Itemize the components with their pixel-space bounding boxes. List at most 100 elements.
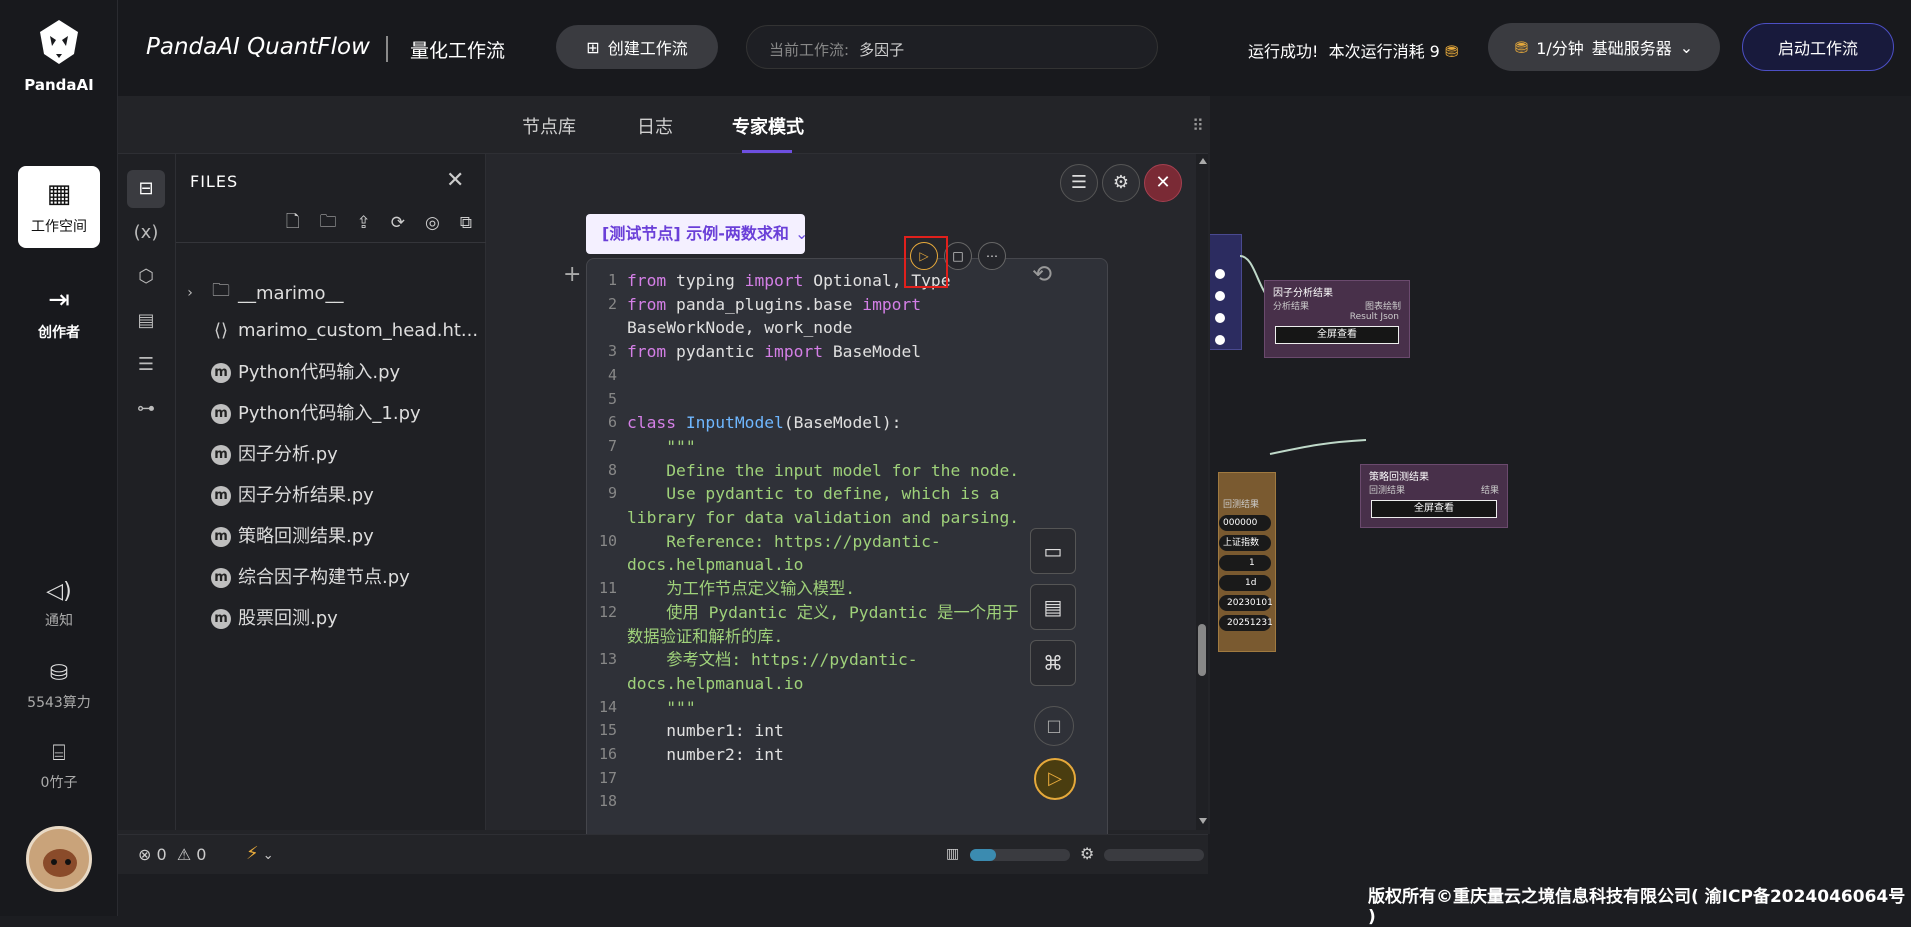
package-icon[interactable]: ⬡ (138, 266, 154, 287)
menu-icon[interactable]: ☰ (1060, 164, 1098, 202)
fullscreen-button[interactable]: 全屏查看 (1275, 326, 1399, 344)
partial-value-6[interactable]: 20251231 (1219, 615, 1273, 631)
nav-workspace[interactable]: ▦ 工作空间 (18, 166, 100, 248)
new-file-icon[interactable]: 🗋 (285, 211, 300, 232)
stop-cell-icon[interactable]: □ (944, 242, 972, 270)
add-cell-icon[interactable]: + (563, 262, 582, 287)
code-line[interactable]: 16 number2: int (587, 743, 1107, 767)
layout-icon[interactable]: ▤ (1030, 584, 1076, 630)
code-line[interactable]: 18 (587, 790, 1107, 814)
save-icon[interactable]: ▭ (1030, 528, 1076, 574)
code-line[interactable]: 12 使用 Pydantic 定义, Pydantic 是一个用于 数据验证和解… (587, 601, 1107, 648)
brand-logo[interactable]: PandaAI (0, 18, 118, 94)
partial-node-bottom[interactable]: 回测结果 000000 上证指数 1 1d 20230101 20251231 (1218, 472, 1276, 652)
stop-all-icon[interactable]: □ (1034, 706, 1074, 746)
nav-compute[interactable]: ⛁ 5543算力 (0, 662, 118, 712)
file-tree-icon[interactable]: ⊟ (127, 170, 165, 208)
code-line[interactable]: 14 """ (587, 696, 1107, 720)
node-output-port[interactable]: 结果 (1480, 486, 1499, 496)
tab-node-library[interactable]: 节点库 (522, 117, 576, 138)
node-backtest-result[interactable]: 策略回测结果 回测结果 结果 全屏查看 (1360, 464, 1508, 528)
line-text: number1: int (627, 721, 784, 741)
refresh-icon[interactable]: ⟳ (390, 213, 406, 233)
create-workflow-button[interactable]: ⊞ 创建工作流 (556, 25, 718, 69)
lightning-icon[interactable]: ⚡ ⌄ (246, 843, 274, 864)
avatar[interactable] (26, 826, 92, 892)
nav-bamboo[interactable]: ⌸ 0竹子 (0, 742, 118, 792)
collapse-icon[interactable]: ⧉ (459, 213, 472, 233)
node-output-port[interactable]: 图表绘制 (1364, 302, 1401, 312)
scroll-icon[interactable]: ▤ (137, 310, 155, 331)
close-icon[interactable]: ✕ (446, 168, 465, 193)
app-subtitle: 量化工作流 (410, 40, 506, 62)
code-line[interactable]: 15 number1: int (587, 719, 1107, 743)
code-line[interactable]: 11 为工作节点定义输入模型. (587, 577, 1107, 601)
file-item-folder[interactable]: › 🗀 __marimo__ (176, 276, 486, 310)
sync-icon[interactable]: ⟲ (1032, 260, 1053, 288)
partial-value-3[interactable]: 1 (1219, 555, 1271, 571)
code-line[interactable]: 4 (587, 364, 1107, 388)
partial-value-2[interactable]: 上证指数 (1219, 535, 1271, 551)
node-input-port[interactable]: 分析结果 (1273, 302, 1310, 312)
new-folder-icon[interactable]: 🗀 (319, 211, 337, 232)
code-line[interactable]: 8 Define the input model for the node. (587, 459, 1107, 483)
tab-expert-mode[interactable]: 专家模式 (732, 117, 804, 138)
bamboo-icon: ⌸ (52, 741, 66, 766)
hierarchy-icon[interactable]: ⊶ (137, 398, 155, 419)
fullscreen-button[interactable]: 全屏查看 (1371, 500, 1497, 518)
tab-logs[interactable]: 日志 (637, 117, 673, 138)
partial-node-top[interactable] (1208, 234, 1242, 350)
search-list-icon[interactable]: ☰ (137, 354, 155, 375)
marimo-icon: m (211, 567, 231, 588)
run-all-icon[interactable]: ▷ (1034, 758, 1076, 800)
variables-icon[interactable]: (x) (133, 222, 159, 243)
node-factor-analysis-result[interactable]: 因子分析结果 分析结果 图表绘制 Result Json 全屏查看 (1264, 280, 1410, 358)
error-count[interactable]: ⊗ 0 ⚠ 0 (138, 845, 206, 864)
partial-value-1[interactable]: 000000 (1219, 515, 1271, 531)
gear-icon[interactable]: ⚙ (1102, 164, 1140, 202)
code-line[interactable]: 17 (587, 767, 1107, 791)
code-line[interactable]: 13 参考文档: https://pydantic- docs.helpmanu… (587, 648, 1107, 695)
more-icon[interactable]: ⋯ (978, 242, 1006, 270)
marimo-icon: m (211, 362, 231, 383)
node-title: 因子分析结果 (1273, 288, 1333, 299)
code-line[interactable]: 7 """ (587, 435, 1107, 459)
start-workflow-button[interactable]: 启动工作流 (1742, 23, 1894, 71)
scrollbar[interactable] (1196, 154, 1208, 830)
code-line[interactable]: 10 Reference: https://pydantic- docs.hel… (587, 530, 1107, 577)
run-cell-icon[interactable]: ▷ (910, 242, 938, 270)
close-icon[interactable]: ✕ (1144, 164, 1182, 202)
cell-name-badge[interactable]: [测试节点] 示例-两数求和 (586, 214, 805, 254)
nav-creator-label: 创作者 (38, 325, 80, 341)
code-line[interactable]: 9 Use pydantic to define, which is a lib… (587, 482, 1107, 529)
chevron-down-icon[interactable]: ⌄ (795, 224, 809, 243)
partial-value-4[interactable]: 1d (1219, 575, 1271, 591)
hide-icon[interactable]: ◎ (425, 213, 440, 233)
current-workflow-field[interactable]: 当前工作流:多因子 (746, 25, 1158, 69)
server-selector[interactable]: ⛃ 1/分钟 基础服务器 ⌄ (1488, 23, 1720, 71)
code-line[interactable]: 5 (587, 388, 1107, 412)
upload-icon[interactable]: ⇪ (356, 213, 371, 233)
partial-value-5[interactable]: 20230101 (1219, 595, 1273, 611)
node-output-port-2[interactable]: Result Json (1349, 312, 1399, 322)
nav-creator[interactable]: ⇥ 创作者 (18, 272, 100, 354)
node-input-port[interactable]: 回测结果 (1369, 486, 1406, 496)
nav-notify[interactable]: ◁) 通知 (0, 580, 118, 630)
command-icon[interactable]: ⌘ (1030, 640, 1076, 686)
grip-icon[interactable]: ⠿ (1192, 116, 1204, 135)
file-item[interactable]: ⟨⟩ marimo_custom_head.ht... (176, 313, 486, 347)
files-divider (176, 242, 486, 243)
